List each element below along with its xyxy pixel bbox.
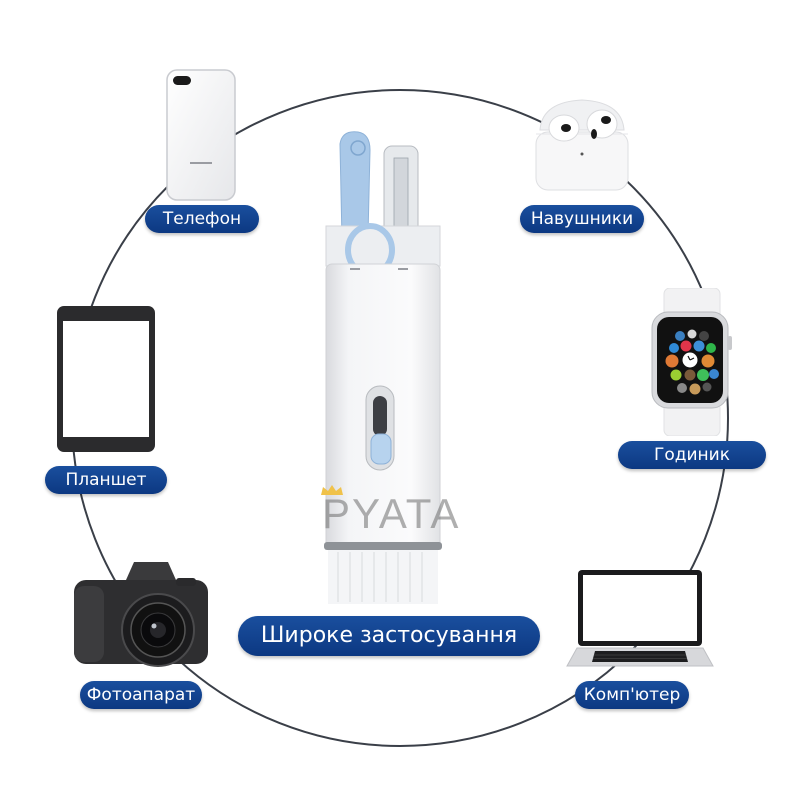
label-watch: Годиник [618,441,766,469]
label-phone: Телефон [145,205,259,233]
tablet-icon [57,306,155,452]
watermark: PYATA [322,490,461,537]
label-tablet: Планшет [45,466,167,494]
label-earbuds: Навушники [520,205,644,233]
laptop-icon [566,570,714,667]
smartwatch-icon [651,288,732,436]
cleaning-kit-product [324,131,442,604]
label-laptop: Комп'ютер [575,681,689,709]
crown-icon [321,485,343,495]
label-camera: Фотоапарат [80,681,202,709]
earbuds-icon [535,99,629,191]
camera-icon [74,562,208,667]
headline-banner: Широке застосування [238,616,540,656]
smartphone-icon [166,69,236,201]
